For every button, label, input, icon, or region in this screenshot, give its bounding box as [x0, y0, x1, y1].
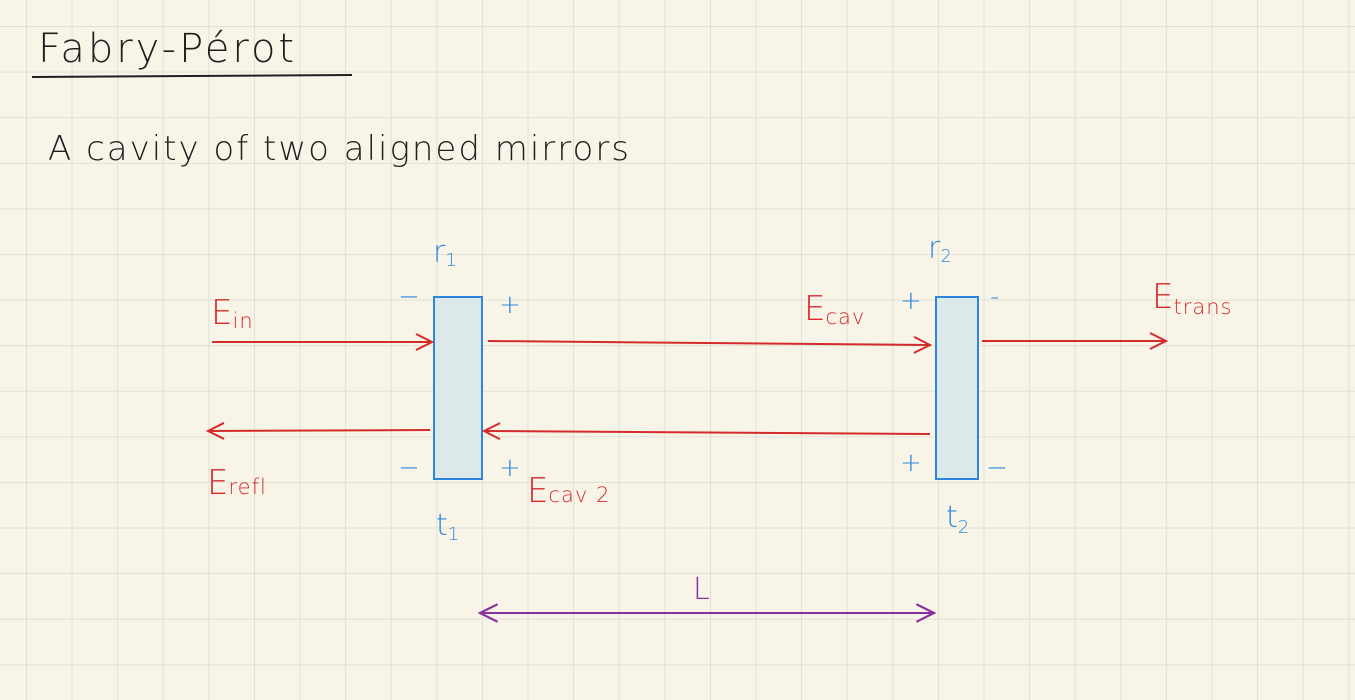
- title-underline: [31, 74, 353, 78]
- page-subtitle: A cavity of two aligned mirrors: [48, 129, 631, 169]
- mirror-2: [935, 296, 979, 480]
- mirror-1-reflectivity-label: r1: [433, 235, 457, 271]
- mirror-1-transmissivity-label: t1: [436, 508, 459, 545]
- cavity-field-2-label: Ecav 2: [527, 471, 610, 511]
- mirror-2-reflectivity-label: r2: [928, 231, 952, 267]
- reflected-field-label: Erefl: [207, 463, 267, 503]
- mirror-2-sign-right-bottom: −: [986, 453, 1008, 483]
- mirror-2-transmissivity-label: t2: [946, 500, 969, 538]
- transmitted-field-label: Etrans: [1152, 277, 1232, 319]
- mirror-2-sign-left-top: +: [900, 286, 922, 316]
- reflected-field-arrow: [208, 430, 431, 431]
- mirror-2-sign-left-bottom: +: [900, 448, 922, 478]
- mirror-1-sign-right-bottom: +: [499, 453, 521, 483]
- mirror-1-sign-left-bottom: −: [398, 453, 420, 483]
- mirror-1-sign-left-top: −: [398, 282, 420, 312]
- page-title: Fabry-Pérot: [38, 26, 297, 72]
- mirror-2-sign-right-top: -: [990, 282, 999, 312]
- mirror-1-sign-right-top: +: [499, 290, 521, 320]
- cavity-length-label: L: [693, 572, 710, 607]
- cavity-backward-field-arrow: [484, 431, 931, 434]
- cavity-field-label: Ecav: [804, 289, 865, 329]
- input-field-label: Ein: [211, 293, 254, 333]
- mirror-1: [433, 296, 483, 480]
- cavity-forward-field-arrow: [487, 341, 930, 345]
